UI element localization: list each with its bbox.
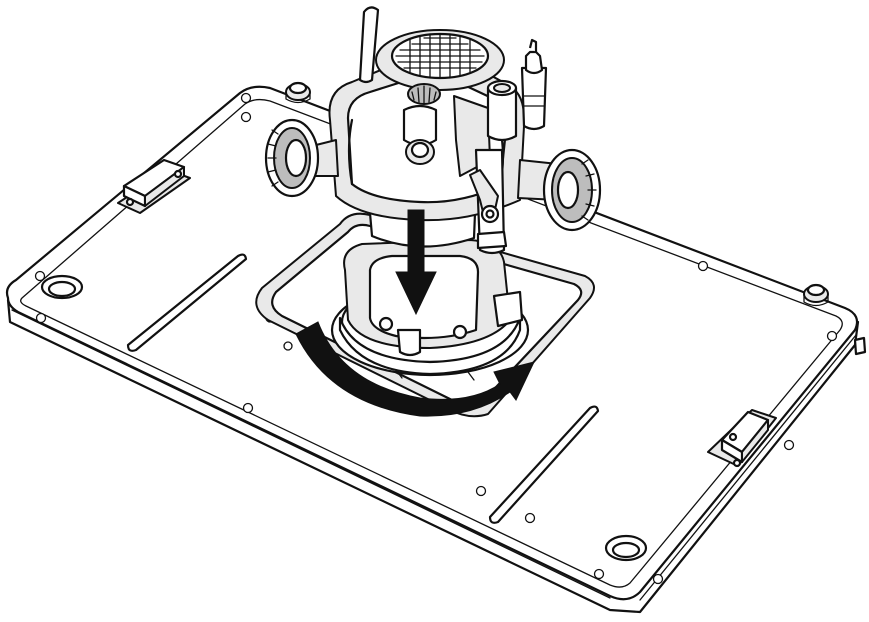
cord-guard [358, 6, 380, 84]
slot-right [488, 405, 600, 524]
hole-front-right [604, 534, 648, 562]
side-pin [853, 336, 867, 356]
handle-left [264, 118, 339, 198]
clamp-bracket-left [117, 158, 191, 214]
vent-grille-pattern [395, 33, 485, 79]
slot-left [126, 253, 248, 352]
handle-right [517, 148, 602, 232]
power-switch [402, 104, 438, 165]
arrow-down-icon [395, 209, 437, 316]
plate-edge-step [11, 309, 857, 601]
plate-screws [34, 92, 838, 585]
hole-front-left [40, 274, 84, 300]
rotate-clockwise-arrow-icon [295, 321, 535, 417]
dust-port [486, 79, 518, 142]
router-base [330, 239, 530, 381]
alignment-knob-left [285, 81, 311, 104]
clamp-bracket-right [707, 409, 777, 468]
alignment-knob-right [803, 283, 829, 307]
depth-rod [520, 38, 548, 131]
speed-dial-icon [407, 83, 441, 105]
plate-inner-border [20, 98, 843, 588]
router-motor [264, 6, 602, 255]
router-lock-lever [396, 328, 422, 357]
